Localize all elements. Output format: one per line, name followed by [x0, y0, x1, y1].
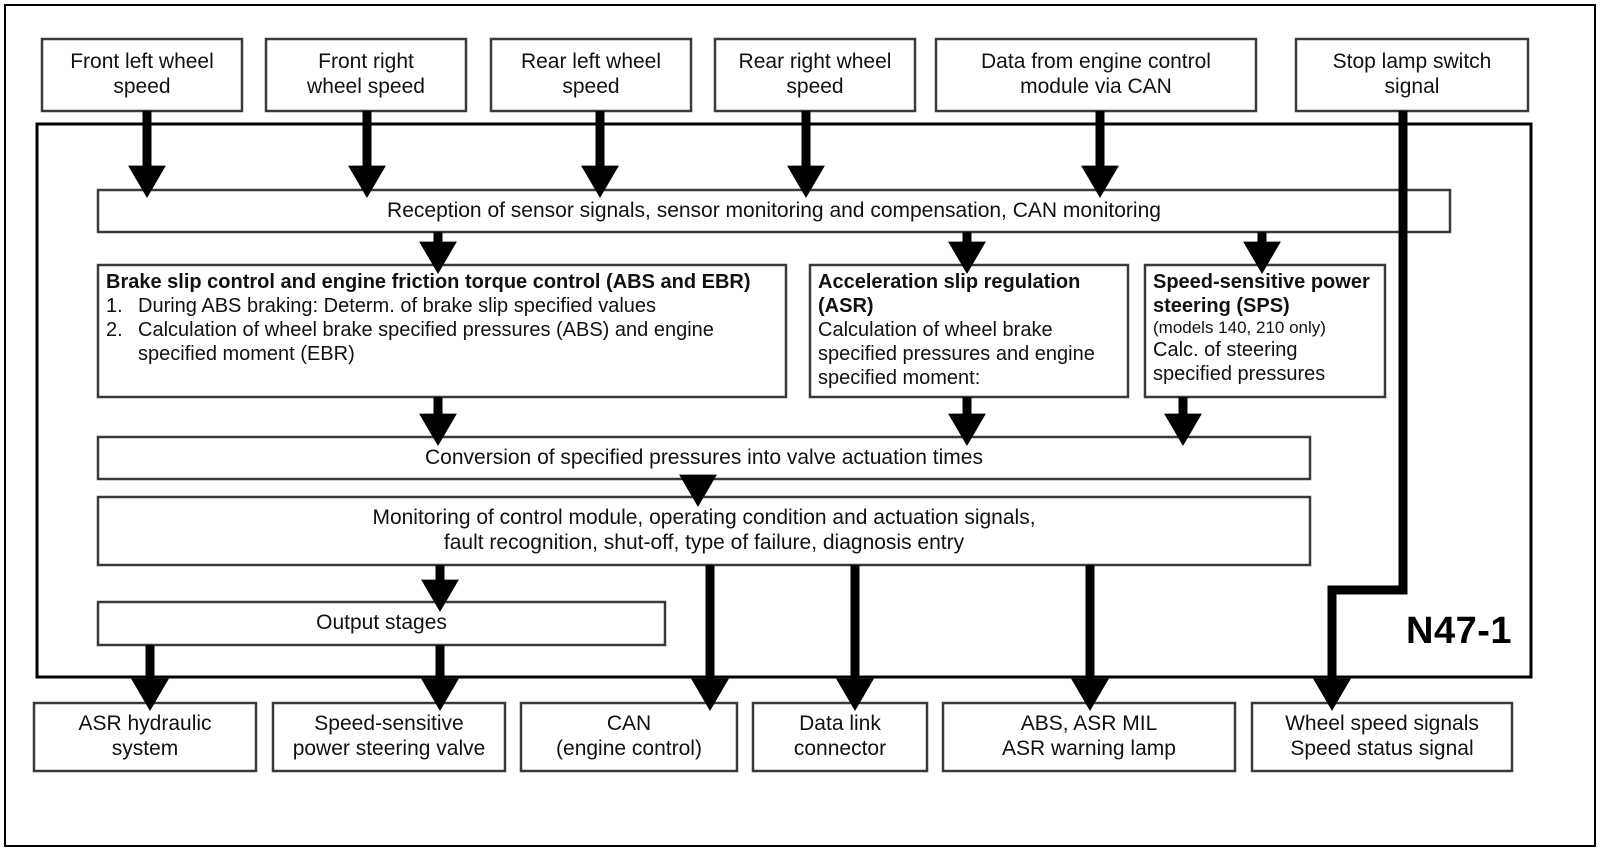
monitoring-bar-box	[96, 495, 1312, 567]
list-text: Calculation of wheel brake specified pre…	[138, 319, 714, 365]
process-heading-sps: Speed-sensitive power steering (SPS)	[1153, 271, 1370, 317]
input-box-stop-lamp-switch-signal	[1294, 37, 1530, 113]
process-box-sps	[1143, 263, 1387, 399]
process-body-sps: Calc. of steering specified pressures	[1153, 339, 1326, 386]
input-box-rear-left-wheel-speed	[489, 37, 693, 113]
process-heading-asr: Acceleration slip regulation (ASR)	[818, 271, 1081, 317]
input-box-front-left-wheel-speed	[40, 37, 244, 113]
list-text: During ABS braking: Determ. of brake sli…	[138, 295, 657, 317]
process-list-item: 1. During ABS braking: Determ. of brake …	[106, 294, 782, 318]
output-box-speed-sensitive-power-steering-valve	[271, 701, 507, 773]
connector-stop-lamp-bypass	[1313, 111, 1408, 711]
process-note-sps: (models 140, 210 only)	[1153, 318, 1326, 337]
input-box-rear-right-wheel-speed	[713, 37, 917, 113]
ecu-frame	[35, 122, 1533, 679]
output-box-can-engine-control	[519, 701, 739, 773]
output-box-data-link-connector	[751, 701, 929, 773]
process-list-item: 2. Calculation of wheel brake specified …	[106, 318, 782, 366]
list-number: 1.	[106, 295, 123, 317]
input-box-front-right-wheel-speed	[264, 37, 468, 113]
process-box-abs-ebr	[96, 263, 788, 399]
process-text-abs-ebr: Brake slip control and engine friction t…	[106, 270, 782, 366]
process-text-asr: Acceleration slip regulation (ASR) Calcu…	[818, 270, 1120, 390]
output-stages-box	[96, 600, 667, 647]
page-border	[4, 4, 1596, 847]
process-body-asr: Calculation of wheel brake specified pre…	[818, 319, 1095, 389]
input-box-data-from-engine-control-module	[934, 37, 1258, 113]
output-box-abs-asr-mil-warning-lamp	[941, 701, 1237, 773]
reception-bar-box	[96, 188, 1452, 234]
module-identifier-label: N47-1	[1406, 610, 1512, 652]
conversion-bar-box	[96, 435, 1312, 481]
list-number: 2.	[106, 319, 123, 341]
process-list-abs-ebr: 1. During ABS braking: Determ. of brake …	[106, 294, 782, 366]
output-box-asr-hydraulic-system	[32, 701, 258, 773]
process-heading-abs-ebr: Brake slip control and engine friction t…	[106, 271, 751, 293]
process-text-sps: Speed-sensitive power steering (SPS) (mo…	[1153, 270, 1381, 386]
output-box-wheel-speed-signals	[1250, 701, 1514, 773]
